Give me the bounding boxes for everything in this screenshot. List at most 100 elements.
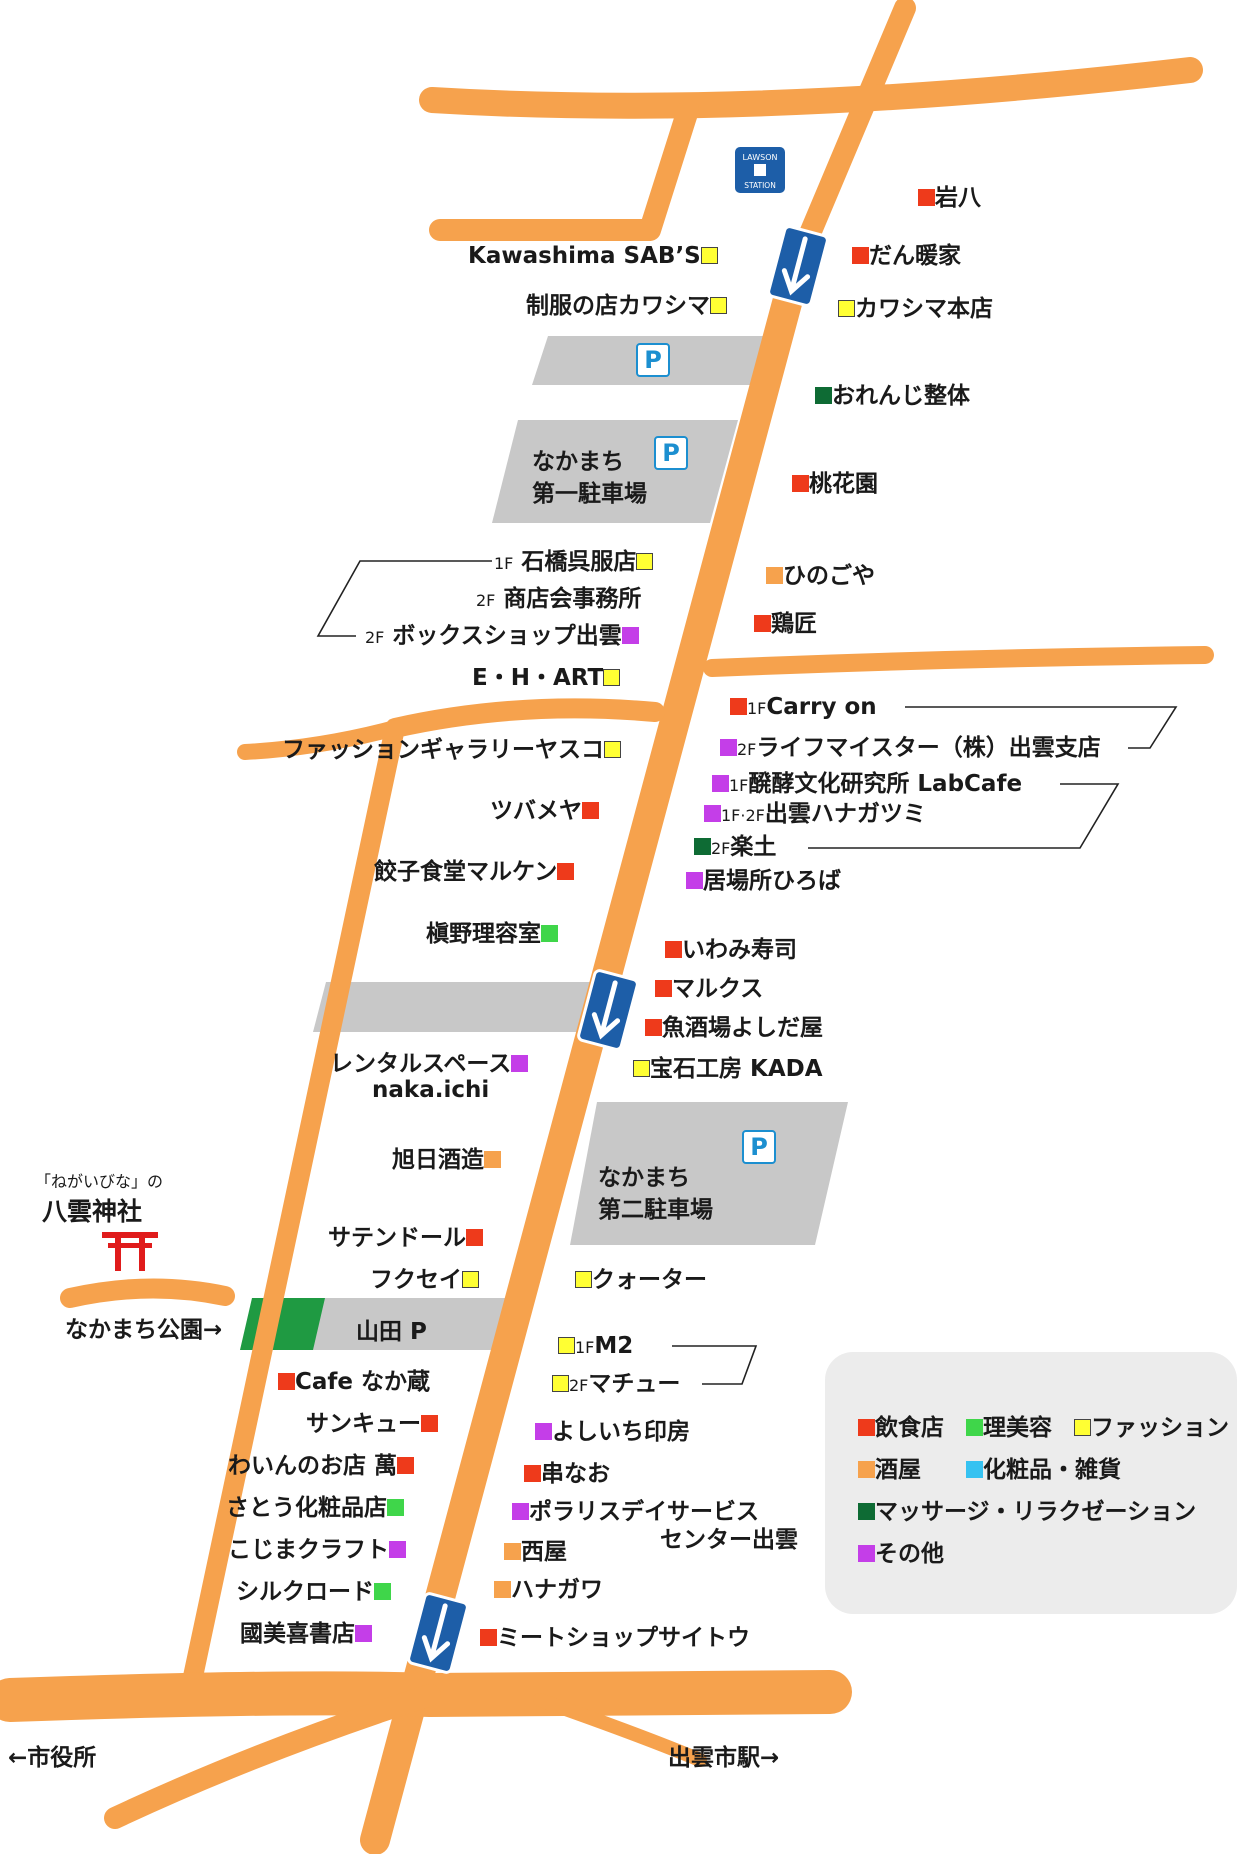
shop-asahi[interactable]: 旭日酒造 bbox=[392, 1146, 501, 1174]
marker-restaurant bbox=[524, 1465, 541, 1482]
park-road[interactable] bbox=[60, 1278, 235, 1308]
marker-massage bbox=[858, 1503, 875, 1520]
shop-iwami[interactable]: いわみ寿司 bbox=[665, 936, 797, 964]
shop-machu[interactable]: 2Fマチュー bbox=[552, 1370, 680, 1400]
marker-other bbox=[858, 1545, 875, 1562]
shop-fashion-yasuko[interactable]: ファッションギャラリーヤスコ bbox=[282, 736, 621, 764]
shop-yoshiichi[interactable]: よしいち印房 bbox=[535, 1418, 690, 1446]
shop-polaris-line2[interactable]: センター出雲 bbox=[660, 1527, 798, 1553]
shop-dandan[interactable]: だん暖家 bbox=[852, 242, 961, 270]
park-label[interactable]: なかまち公園→ bbox=[65, 1317, 223, 1343]
east-crossroad[interactable] bbox=[703, 646, 1214, 677]
marker-restaurant bbox=[792, 475, 809, 492]
marker-other bbox=[686, 872, 703, 889]
shop-ibasho[interactable]: 居場所ひろば bbox=[686, 867, 841, 895]
shop-silkroad[interactable]: シルクロード bbox=[236, 1578, 391, 1606]
marker-other bbox=[704, 805, 721, 822]
shop-carry-on[interactable]: 1FCarry on bbox=[730, 693, 877, 723]
shop-quarter[interactable]: クォーター bbox=[575, 1266, 707, 1294]
marker-massage bbox=[815, 387, 832, 404]
shop-sankyu[interactable]: サンキュー bbox=[306, 1410, 438, 1438]
marker-fashion bbox=[552, 1375, 569, 1392]
marker-restaurant bbox=[754, 615, 771, 632]
shop-hanagatsumi[interactable]: 1F·2F出雲ハナガツミ bbox=[704, 800, 926, 830]
shop-makino[interactable]: 槇野理容室 bbox=[426, 920, 558, 948]
shop-kawashima-sabs[interactable]: Kawashima SAB’S bbox=[468, 242, 718, 270]
shop-m2[interactable]: 1FM2 bbox=[558, 1332, 633, 1362]
parking-sign-top: P bbox=[636, 343, 670, 377]
marker-other bbox=[511, 1055, 529, 1072]
shop-rental-line2[interactable]: naka.ichi bbox=[372, 1077, 490, 1103]
shop-sato[interactable]: さとう化粧品店 bbox=[226, 1494, 404, 1522]
bottom-branch-right[interactable] bbox=[533, 1693, 707, 1767]
shop-kada[interactable]: 宝石工房 KADA bbox=[633, 1055, 823, 1083]
shop-life-meister[interactable]: 2Fライフマイスター（株）出雲支店 bbox=[720, 734, 1101, 764]
marker-restaurant bbox=[582, 802, 599, 819]
shop-wain[interactable]: わいんのお店 萬 bbox=[228, 1452, 415, 1480]
shop-cafe-nakakura[interactable]: Cafe なか蔵 bbox=[278, 1368, 430, 1396]
marker-liquor bbox=[494, 1581, 511, 1598]
marker-fashion bbox=[636, 553, 654, 570]
nakamachi-park[interactable] bbox=[240, 1298, 325, 1350]
shop-kojima[interactable]: こじまクラフト bbox=[228, 1536, 406, 1564]
parking-lot-2[interactable] bbox=[570, 1102, 848, 1245]
marker-other bbox=[535, 1423, 552, 1440]
shop-eh-art[interactable]: E・H・ART bbox=[472, 664, 621, 692]
parking-lot-middle[interactable] bbox=[313, 982, 602, 1032]
main-street[interactable] bbox=[360, 247, 813, 1854]
shop-iwahachi[interactable]: 岩八 bbox=[918, 184, 981, 212]
shop-maruken[interactable]: 餃子食堂マルケン bbox=[374, 858, 575, 886]
legend-panel bbox=[825, 1352, 1237, 1614]
shrine-name[interactable]: 八雲神社 bbox=[42, 1197, 143, 1226]
shop-tokaen[interactable]: 桃花園 bbox=[792, 470, 878, 498]
west-side-street[interactable] bbox=[178, 698, 665, 1710]
parking-lot-yamada[interactable] bbox=[307, 1298, 512, 1350]
marker-liquor bbox=[858, 1461, 875, 1478]
marker-beauty bbox=[966, 1419, 983, 1436]
marker-beauty bbox=[541, 925, 558, 942]
west-spur[interactable] bbox=[237, 720, 403, 760]
shop-seifuku[interactable]: 制服の店カワシマ bbox=[526, 292, 727, 320]
one-way-arrow-top bbox=[767, 225, 829, 307]
marker-restaurant bbox=[858, 1419, 875, 1436]
shop-satendoru[interactable]: サテンドール bbox=[328, 1224, 483, 1252]
marker-restaurant bbox=[665, 941, 682, 958]
shop-keisho[interactable]: 鶏匠 bbox=[754, 610, 817, 638]
shop-ishibashi[interactable]: 1F 石橋呉服店 bbox=[494, 548, 654, 578]
marker-restaurant bbox=[655, 980, 672, 997]
shop-meatshop[interactable]: ミートショップサイトウ bbox=[480, 1624, 750, 1652]
shop-hinogoya[interactable]: ひのごや bbox=[766, 562, 875, 590]
shop-kawashima-honten[interactable]: カワシマ本店 bbox=[838, 295, 993, 323]
shrine-tagline: 「ねがいびな」の bbox=[35, 1172, 164, 1191]
marker-other bbox=[389, 1541, 406, 1558]
shop-kunimiki[interactable]: 國美喜書店 bbox=[240, 1620, 372, 1648]
marker-restaurant bbox=[466, 1229, 483, 1246]
shop-labcafe[interactable]: 1F醗酵文化研究所 LabCafe bbox=[712, 770, 1022, 800]
marker-restaurant bbox=[421, 1415, 438, 1432]
lawson-station-icon[interactable]: LAWSON STATION bbox=[733, 145, 787, 195]
top-crossroad[interactable] bbox=[419, 57, 1203, 119]
shop-fukusei[interactable]: フクセイ bbox=[370, 1266, 479, 1294]
shop-orenji[interactable]: おれんじ整体 bbox=[815, 382, 970, 410]
shop-nishiya[interactable]: 西屋 bbox=[504, 1538, 567, 1566]
shop-yoshidaya[interactable]: 魚酒場よしだ屋 bbox=[645, 1014, 823, 1042]
direction-station[interactable]: 出雲市駅→ bbox=[668, 1745, 780, 1771]
north-road-right[interactable] bbox=[787, 0, 916, 273]
lawson-loop[interactable] bbox=[429, 99, 699, 241]
shop-boxshop[interactable]: 2F ボックスショップ出雲 bbox=[365, 622, 639, 652]
legend-cosmetics: 化粧品・雑貨 bbox=[966, 1450, 1121, 1484]
shop-rental[interactable]: レンタルスペース bbox=[330, 1050, 529, 1078]
direction-city-hall[interactable]: ←市役所 bbox=[8, 1745, 97, 1771]
shop-hanagawa[interactable]: ハナガワ bbox=[494, 1576, 603, 1604]
legend-fashion: ファッション bbox=[1074, 1408, 1229, 1442]
shop-shotenkai[interactable]: 2F 商店会事務所 bbox=[476, 586, 642, 612]
bottom-branch[interactable] bbox=[104, 1684, 441, 1829]
one-way-arrow-middle bbox=[577, 969, 639, 1051]
shop-tsubameya[interactable]: ツバメヤ bbox=[490, 797, 599, 825]
parking-lot-2-label: なかまち第二駐車場 bbox=[598, 1165, 713, 1223]
shop-polaris[interactable]: ポラリスデイサービス bbox=[512, 1498, 759, 1526]
shop-rakudo[interactable]: 2F楽土 bbox=[694, 833, 776, 863]
marker-fashion bbox=[604, 741, 621, 758]
shop-marukusu[interactable]: マルクス bbox=[655, 975, 763, 1003]
shop-kushinao[interactable]: 串なお bbox=[524, 1460, 610, 1488]
